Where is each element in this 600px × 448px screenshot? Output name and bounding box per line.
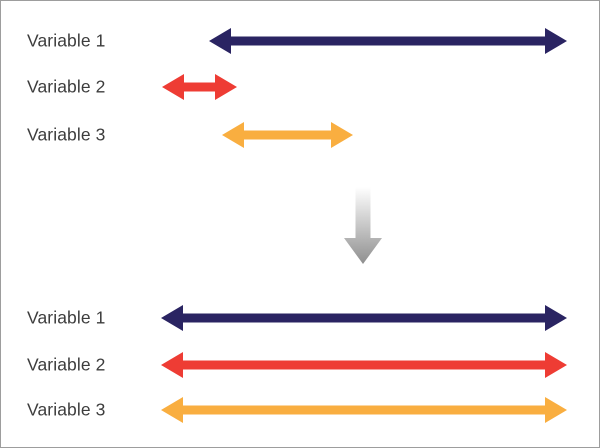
arrow-shape (161, 397, 567, 423)
transition-down-arrow (344, 187, 382, 264)
down-arrow-shape (344, 187, 382, 264)
arrow-top_panel-2-red (162, 74, 237, 100)
down-arrow-polygon (344, 187, 382, 264)
variable-label-top_panel-1: Variable 1 (27, 30, 106, 51)
variable-label-top_panel-2: Variable 2 (27, 76, 106, 97)
variable-label-top_panel-3: Variable 3 (27, 124, 106, 145)
arrow-shape (209, 28, 567, 54)
arrow-top_panel-3-orange (222, 122, 353, 148)
arrow-shape (161, 352, 567, 378)
arrow-shape (222, 122, 353, 148)
variable-label-bottom_panel-1: Variable 1 (27, 307, 106, 328)
arrow-shape (161, 305, 567, 331)
arrow-bottom_panel-1-navy (161, 305, 567, 331)
arrow-top_panel-1-navy (209, 28, 567, 54)
arrow-shape (162, 74, 237, 100)
arrow-bottom_panel-2-red (161, 352, 567, 378)
arrow-bottom_panel-3-orange (161, 397, 567, 423)
variable-label-bottom_panel-2: Variable 2 (27, 354, 106, 375)
variable-label-bottom_panel-3: Variable 3 (27, 399, 106, 420)
